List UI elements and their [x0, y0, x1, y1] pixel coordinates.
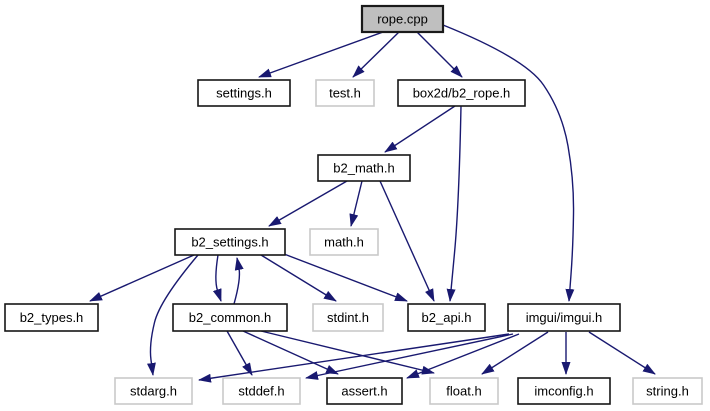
node-box [407, 303, 486, 332]
edge-b2_settings_h-to-stdarg_h [146, 254, 199, 376]
edge-rope_cpp-to-test_h [352, 31, 400, 78]
edge-b2_math_h-to-b2_settings_h [268, 180, 348, 227]
node-label: settings.h [216, 86, 272, 101]
node-b2_math_h[interactable]: b2_math.h [317, 154, 411, 182]
node-box [517, 377, 611, 405]
node-imconfig_h[interactable]: imconfig.h [517, 377, 611, 405]
node-box [309, 228, 379, 256]
edge-b2_settings_h-to-b2_common_h [212, 254, 222, 302]
edge-imgui_imgui_h-to-float_h [481, 331, 549, 375]
edge-rope_cpp-to-settings_h [258, 31, 384, 78]
node-box [174, 228, 286, 256]
node-box [4, 303, 99, 332]
edge-imgui_imgui_h-to-stddef_h [305, 333, 514, 380]
node-test_h[interactable]: test.h [315, 79, 375, 107]
edge-b2_settings_h-to-b2_api_h [283, 253, 408, 302]
node-label: b2_types.h [20, 310, 84, 325]
node-box [507, 303, 621, 332]
edge-b2_math_h-to-b2_api_h [379, 180, 435, 302]
node-rope_cpp[interactable]: rope.cpp [360, 4, 445, 34]
node-box [326, 377, 403, 405]
edge-imgui_imgui_h-to-stdarg_h [198, 333, 510, 383]
node-label: test.h [329, 86, 361, 101]
node-box [312, 303, 384, 332]
edge-box2d_b2_rope_h-to-b2_api_h [446, 105, 462, 302]
node-label: assert.h [341, 384, 387, 399]
node-label: stdint.h [327, 310, 369, 325]
edge-imgui_imgui_h-to-assert_h [406, 333, 520, 379]
node-imgui_imgui_h[interactable]: imgui/imgui.h [507, 303, 621, 332]
edge-b2_common_h-to-b2_settings_h [233, 257, 244, 305]
node-box [632, 377, 703, 405]
edge-rope_cpp-to-imgui_imgui_h [442, 24, 575, 302]
node-label: string.h [646, 384, 689, 399]
node-b2_settings_h[interactable]: b2_settings.h [174, 228, 286, 256]
node-math_h[interactable]: math.h [309, 228, 379, 256]
node-box [397, 79, 526, 107]
node-label: math.h [324, 235, 364, 250]
edge-b2_common_h-to-float_h [260, 330, 435, 375]
edge-b2_common_h-to-stddef_h [226, 330, 253, 376]
node-settings_h[interactable]: settings.h [197, 79, 291, 107]
edge-b2_common_h-to-assert_h [242, 330, 339, 375]
node-box2d_b2_rope_h[interactable]: box2d/b2_rope.h [397, 79, 526, 107]
node-stdint_h[interactable]: stdint.h [312, 303, 384, 332]
node-box [222, 377, 301, 405]
node-b2_common_h[interactable]: b2_common.h [172, 303, 288, 332]
edge-b2_math_h-to-math_h [349, 180, 363, 227]
edge-rope_cpp-to-box2d_b2_rope_h [416, 31, 463, 78]
node-label: rope.cpp [377, 12, 428, 27]
node-box [315, 79, 375, 107]
node-box [172, 303, 288, 332]
node-assert_h[interactable]: assert.h [326, 377, 403, 405]
node-b2_api_h[interactable]: b2_api.h [407, 303, 486, 332]
node-label: stddef.h [238, 384, 284, 399]
node-label: imgui/imgui.h [526, 310, 603, 325]
node-label: float.h [446, 384, 481, 399]
node-string_h[interactable]: string.h [632, 377, 703, 405]
node-label: box2d/b2_rope.h [413, 86, 511, 101]
node-b2_types_h[interactable]: b2_types.h [4, 303, 99, 332]
node-label: b2_settings.h [191, 235, 268, 250]
node-box [429, 377, 499, 405]
node-stddef_h[interactable]: stddef.h [222, 377, 301, 405]
node-label: b2_common.h [189, 310, 271, 325]
node-box [360, 4, 445, 34]
node-label: b2_math.h [333, 161, 394, 176]
edge-imgui_imgui_h-to-string_h [588, 331, 656, 375]
edge-box2d_b2_rope_h-to-b2_math_h [384, 105, 456, 153]
node-box [197, 79, 291, 107]
node-label: imconfig.h [534, 384, 593, 399]
edge-b2_settings_h-to-b2_types_h [89, 254, 195, 302]
node-box [317, 154, 411, 182]
node-box [114, 377, 193, 405]
edge-b2_settings_h-to-stdint_h [260, 254, 337, 302]
node-label: b2_api.h [422, 310, 472, 325]
node-float_h[interactable]: float.h [429, 377, 499, 405]
node-label: stdarg.h [130, 384, 177, 399]
node-stdarg_h[interactable]: stdarg.h [114, 377, 193, 405]
